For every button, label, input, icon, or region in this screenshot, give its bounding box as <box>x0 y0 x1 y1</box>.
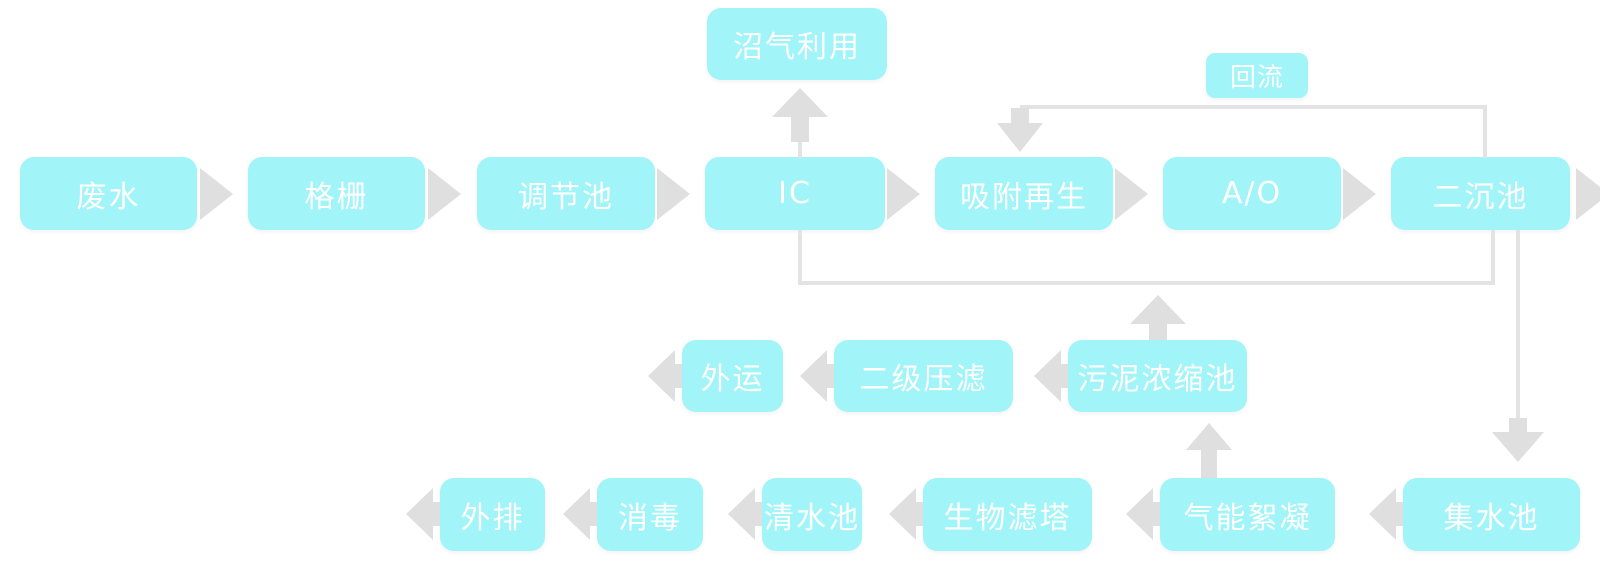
node-bar-screen: 格栅 <box>248 157 425 230</box>
node-clean-water-tank: 清水池 <box>762 478 862 551</box>
block-arrow-up-icon <box>1186 423 1232 450</box>
block-arrow-up-shaft <box>1201 449 1217 480</box>
block-arrow-up-icon <box>772 88 828 117</box>
connector-clarifier-collection <box>1516 230 1520 420</box>
connector-clarifier-sludge <box>1491 230 1495 285</box>
flow-left-arrow-icon <box>889 488 923 540</box>
flow-right-arrow-icon <box>428 168 461 220</box>
node-secondary-filter-press: 二级压滤 <box>834 340 1013 412</box>
block-arrow-up-shaft <box>791 116 809 142</box>
connector-ic-sludge <box>798 230 802 283</box>
node-air-flocculation: 气能絮凝 <box>1160 478 1335 551</box>
connector-reflux-vertical <box>1483 105 1487 158</box>
node-regulating-tank: 调节池 <box>477 157 655 230</box>
block-arrow-down-icon <box>997 123 1043 152</box>
node-bio-filter-tower: 生物滤塔 <box>923 478 1092 551</box>
node-secondary-clarifier: 二沉池 <box>1391 157 1570 230</box>
flow-left-arrow-icon <box>648 350 682 402</box>
node-discharge: 外排 <box>440 478 545 551</box>
node-wastewater: 废水 <box>20 157 197 230</box>
block-arrow-up-icon <box>1130 295 1186 324</box>
node-biogas-use: 沼气利用 <box>707 8 887 80</box>
flow-right-arrow-icon <box>1115 168 1148 220</box>
block-arrow-up-shaft <box>1149 322 1167 340</box>
flow-left-arrow-icon <box>800 350 834 402</box>
block-arrow-down-shaft <box>1011 108 1029 124</box>
flow-left-arrow-icon <box>728 488 762 540</box>
block-arrow-down-shaft <box>1509 418 1527 433</box>
node-ao-process: A/O <box>1163 157 1341 230</box>
connector-ic-biogas <box>798 141 802 158</box>
node-disinfection: 消毒 <box>597 478 703 551</box>
node-reflux-label: 回流 <box>1206 53 1308 98</box>
node-ic-reactor: IC <box>705 157 885 230</box>
node-adsorption-regeneration: 吸附再生 <box>935 157 1113 230</box>
flow-left-arrow-icon <box>1034 350 1068 402</box>
flow-right-arrow-icon <box>1343 168 1376 220</box>
connector-reflux-horizontal <box>1020 105 1487 109</box>
node-sludge-thickener: 污泥浓缩池 <box>1068 340 1247 412</box>
flow-right-arrow-icon <box>200 168 233 220</box>
flow-left-arrow-icon <box>1126 488 1160 540</box>
node-outward-transport: 外运 <box>682 340 783 412</box>
node-collection-tank: 集水池 <box>1403 478 1580 551</box>
flow-left-arrow-icon <box>1369 488 1403 540</box>
flow-right-arrow-icon <box>887 168 920 220</box>
flow-right-arrow-icon <box>1576 168 1600 220</box>
block-arrow-down-icon <box>1492 432 1544 462</box>
flow-left-arrow-icon <box>406 488 440 540</box>
flow-left-arrow-icon <box>563 488 597 540</box>
flow-right-arrow-icon <box>657 168 690 220</box>
connector-sludge-horizontal <box>798 281 1495 285</box>
